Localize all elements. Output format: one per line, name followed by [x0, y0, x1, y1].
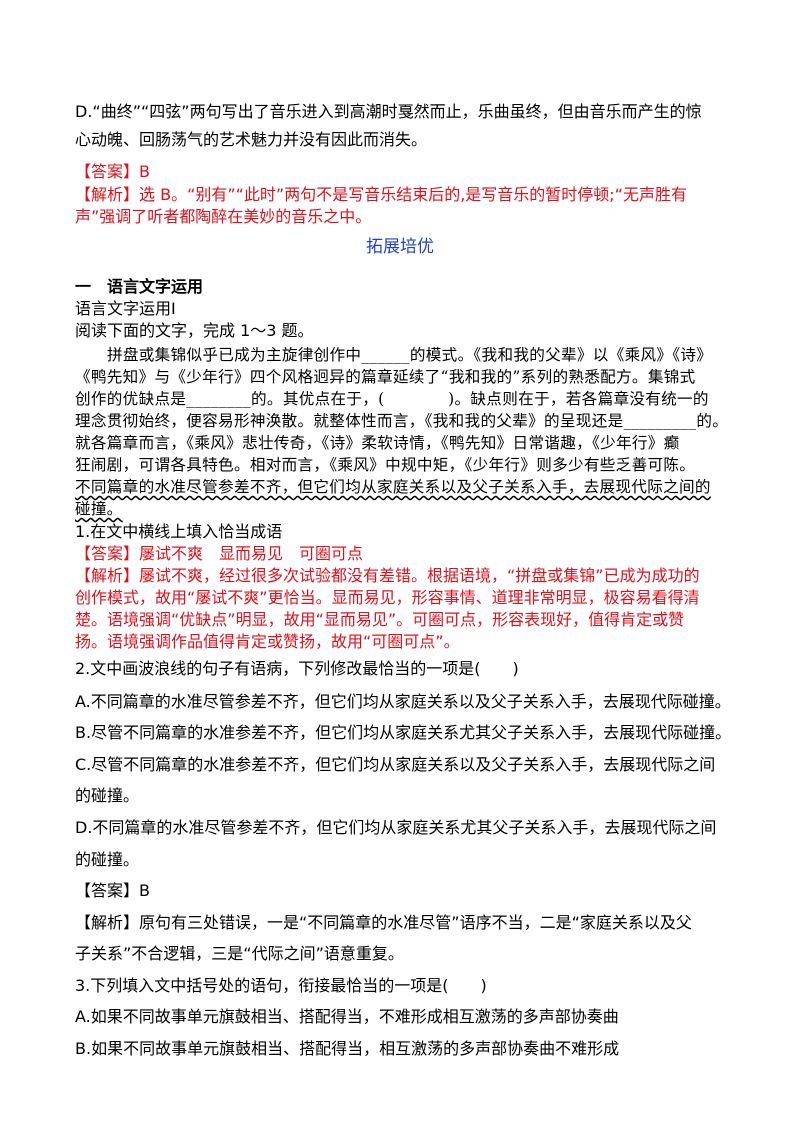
part-heading: 一 语言文字运用: [75, 277, 204, 296]
q2-option-c-line2: 的碰撞。: [75, 786, 140, 805]
q3-stem: 3.下列填入文中括号处的语句，衔接最恰当的一项是( ): [75, 976, 487, 995]
q1-analysis-line1: 【解析】屡试不爽，经过很多次试验都没有差错。根据语境，“拼盘或集锦”已成为成功的: [75, 566, 700, 585]
passage-line4: 理念贯彻始终，便容易形神涣散。就整体性而言，《我和我的父辈》的呈现还是_____…: [75, 412, 729, 430]
q2-option-d-line1: D.不同篇章的水准尽管参差不齐，但它们均从家庭关系尤其父子关系入手，去展现代际之…: [75, 818, 717, 837]
q2-option-a: A.不同篇章的水准尽管参差不齐，但它们均从家庭关系以及父子关系入手，去展现代际碰…: [75, 692, 731, 711]
prev-option-d-line1: D.“曲终”“四弦”两句写出了音乐进入到高潮时戛然而止，乐曲虽终，但由音乐而产生…: [75, 102, 702, 121]
sub-heading: 语言文字运用Ⅰ: [75, 299, 176, 318]
passage-line3: 创作的优缺点是________的。其优点在于，( )。缺点则在于，若各篇章没有统…: [75, 390, 709, 408]
passage-line2: 《鸭先知》与《少年行》四个风格迥异的篇章延续了“我和我的”系列的熟悉配方。集锦式: [75, 368, 696, 386]
q2-option-c-line1: C.尽管不同篇章的水准参差不齐，但它们均从家庭关系以及父子关系入手，去展现代际之…: [75, 755, 716, 774]
q1-analysis-line2: 创作模式，故用“屡试不爽”更恰当。显而易见，形容事情、道理非常明显，极容易看得清: [75, 588, 700, 607]
passage-line5: 就各篇章而言，《乘风》悲壮传奇，《诗》柔软诗情，《鸭先知》日常谐趣，《少年行》癫: [75, 434, 680, 452]
passage-line8-wavy: 碰撞。: [75, 500, 123, 518]
prev-answer: 【答案】B: [75, 162, 150, 181]
instruction: 阅读下面的文字，完成 1～3 题。: [75, 321, 314, 340]
q1-analysis-line3: 楚。语境强调“优缺点”明显，故用“显而易见”。可圈可点，形容表现好，值得肯定或赞: [75, 610, 685, 629]
q2-answer: 【答案】B: [75, 881, 150, 900]
prev-option-d-line2: 心动魄、回肠荡气的艺术魅力并没有因此而消失。: [75, 130, 428, 149]
q2-stem: 2.文中画波浪线的句子有语病，下列修改最恰当的一项是( ): [75, 659, 519, 678]
prev-analysis-line2: 声”强调了听者都陶醉在美妙的音乐之中。: [75, 207, 372, 226]
prev-analysis-line1: 【解析】选 B。“别有”“此时”两句不是写音乐结束后的,是写音乐的暂时停顿;“无…: [75, 185, 687, 204]
q2-option-d-line2: 的碰撞。: [75, 850, 140, 869]
passage-line6: 狂闹剧，可谓各具特色。相对而言，《乘风》中规中矩，《少年行》则多少有些乏善可陈。: [75, 456, 696, 474]
q3-option-b: B.如果不同故事单元旗鼓相当、搭配得当，相互激荡的多声部协奏曲不难形成: [75, 1039, 620, 1058]
q2-analysis-line1: 【解析】原句有三处错误，一是“不同篇章的水准尽管”语序不当，二是“家庭关系以及父: [75, 913, 692, 932]
q1-answer: 【答案】屡试不爽 显而易见 可圈可点: [75, 544, 364, 563]
q2-option-b: B.尽管不同篇章的水准参差不齐，但它们均从家庭关系尤其父子关系入手，去展现代际碰…: [75, 723, 732, 742]
q1-stem: 1.在文中横线上填入恰当成语: [75, 522, 283, 541]
q3-option-a: A.如果不同故事单元旗鼓相当、搭配得当，不难形成相互激荡的多声部协奏曲: [75, 1007, 619, 1026]
section-title: 拓展培优: [366, 237, 434, 257]
q2-analysis-line2: 子关系”不合逻辑，三是“代际之间”语意重复。: [75, 944, 404, 963]
passage-line1: 拼盘或集锦似乎已成为主旋律创作中______的模式。《我和我的父辈》以《乘风》《…: [107, 346, 713, 364]
q1-analysis-line4: 扬。语境强调作品值得肯定或赞扬，故用“可圈可点”。: [75, 632, 460, 651]
passage-line7-wavy: 不同篇章的水准尽管参差不齐，但它们均从家庭关系以及父子关系入手，去展现代际之间的: [75, 478, 711, 496]
